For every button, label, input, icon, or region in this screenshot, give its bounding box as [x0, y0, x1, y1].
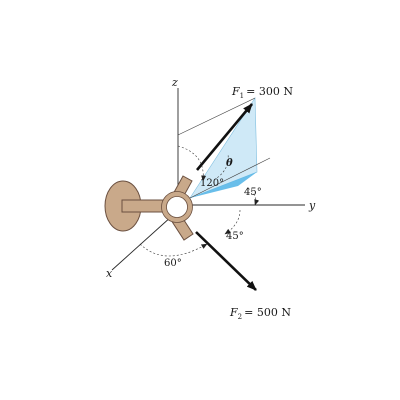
guide-line-top	[177, 97, 256, 136]
force-f1-arrow	[196, 103, 253, 171]
projection-plane-lower	[190, 172, 257, 198]
z-axis-label: z	[171, 76, 178, 89]
force-f1-value: = 300 N	[246, 85, 293, 98]
force-f2-arrow	[195, 231, 257, 291]
guide-line-horizontal	[189, 157, 271, 199]
y-axis-label: y	[308, 199, 316, 212]
force-f2-symbol: F	[229, 306, 238, 319]
support-arm-horizontal	[121, 199, 164, 213]
angle-theta-label: θ	[226, 158, 233, 169]
angle-120-arc	[177, 145, 207, 182]
angle-45-lower-arc	[224, 209, 241, 235]
x-axis	[111, 215, 173, 271]
force-f1-subscript: 1	[240, 92, 244, 100]
ring-outline	[161, 191, 193, 223]
angle-theta-arc	[213, 153, 229, 181]
ring	[161, 191, 193, 223]
angle-45-upper-arc	[247, 187, 260, 206]
angle-60-label: 60°	[164, 258, 182, 269]
angle-60-arc	[139, 243, 208, 257]
force-f2-subscript: 2	[238, 313, 242, 321]
ring-inner-outline	[166, 196, 188, 218]
x-axis-label: x	[106, 267, 113, 280]
angle-45-upper-label: 45°	[244, 187, 262, 198]
force-f2-value: = 500 N	[244, 306, 291, 319]
angle-120-label: 120°	[200, 178, 224, 189]
force-f2-label: F2= 500 N	[229, 306, 291, 321]
angle-45-lower-label: 45°	[226, 231, 244, 242]
force-f1-symbol: F	[231, 85, 240, 98]
force-f1-label: F1= 300 N	[231, 85, 293, 100]
